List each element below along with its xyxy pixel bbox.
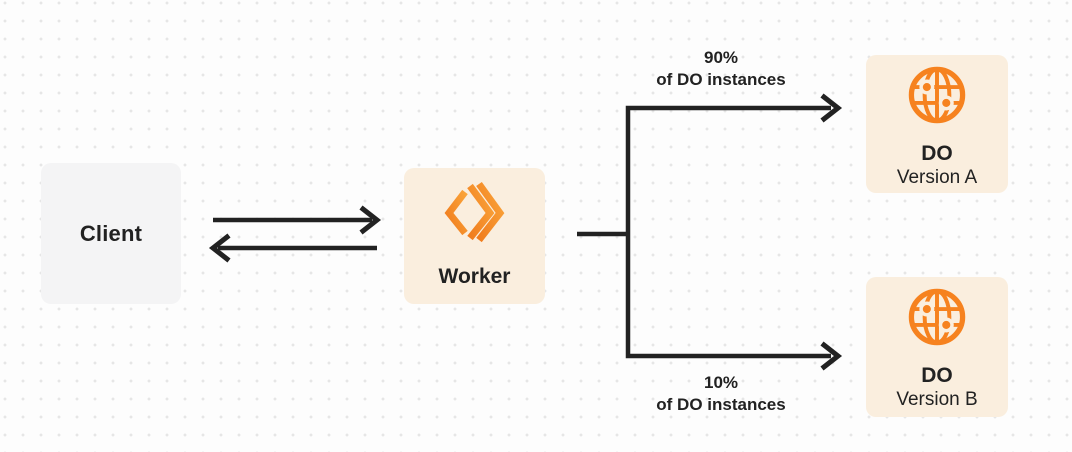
worker-label: Worker <box>438 265 511 288</box>
worker-client-response-arrow <box>208 233 377 263</box>
client-label: Client <box>79 220 143 246</box>
do-b-subtitle: Version B <box>896 389 978 410</box>
client-node: Client <box>41 163 181 304</box>
client-worker-request-arrow <box>213 205 382 235</box>
branch-bottom-label: 10% of DO instances <box>601 372 841 416</box>
do-a-subtitle: Version A <box>896 167 978 188</box>
worker-node: Worker <box>404 168 545 304</box>
do-b-title: DO <box>921 364 953 387</box>
do-a-title: DO <box>921 142 953 165</box>
branch-top-arrowhead <box>820 93 843 123</box>
branch-bottom-percent: 10% <box>703 373 739 392</box>
durable-object-globe-icon <box>908 66 966 124</box>
worker-branch-connector <box>577 93 843 371</box>
branch-bottom-arrowhead <box>820 341 843 371</box>
branch-top-description: of DO instances <box>656 70 786 89</box>
branch-bottom-description: of DO instances <box>656 395 786 414</box>
do-version-b-node: DO Version B <box>866 277 1008 417</box>
durable-object-globe-icon <box>908 288 966 346</box>
cloudflare-workers-logo-icon <box>444 181 505 243</box>
branch-top-percent: 90% <box>703 48 739 67</box>
do-version-a-node: DO Version A <box>866 55 1008 193</box>
branch-top-label: 90% of DO instances <box>601 47 841 91</box>
